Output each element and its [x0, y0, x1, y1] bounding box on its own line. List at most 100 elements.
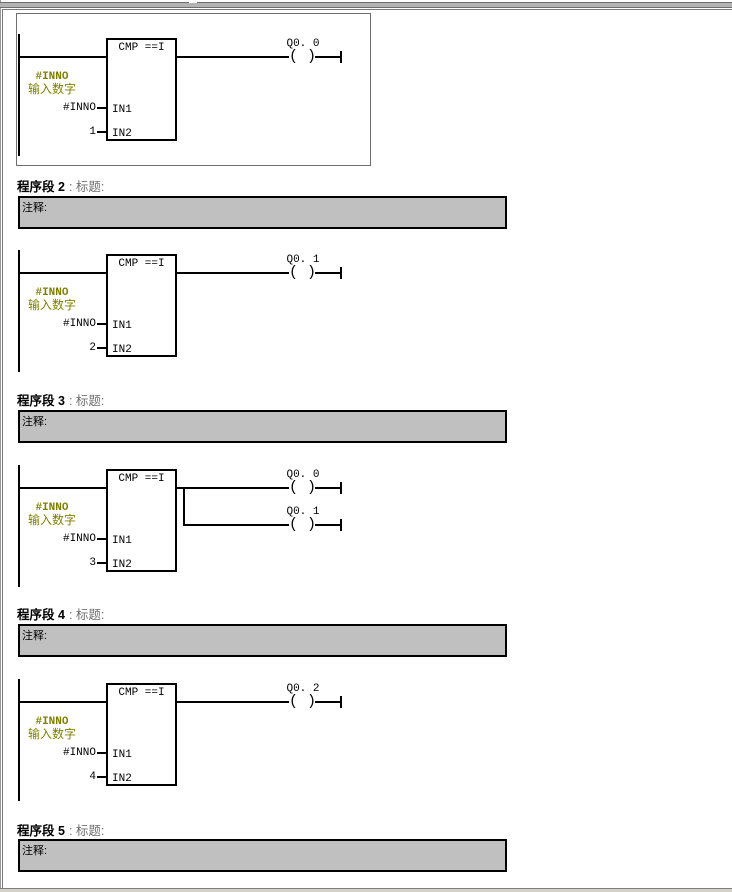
comment-label: 注释: — [22, 416, 48, 428]
symbol-name: #INNO — [35, 71, 69, 83]
cmp-block-title: CMP ==I — [118, 687, 165, 699]
rail-end-tick — [340, 696, 342, 708]
power-rail — [18, 465, 20, 587]
network-4-rung: CMP ==I IN1 IN2 #INNO 输入数字 #INNO 4 Q0. 2… — [18, 679, 348, 804]
in1-pin-label: IN1 — [112, 749, 132, 761]
cmp-block[interactable]: CMP ==I IN1 IN2 — [106, 683, 177, 786]
power-rail — [18, 679, 20, 801]
rung-wire — [18, 701, 106, 703]
in2-operand[interactable]: 3 — [89, 557, 96, 569]
symbol-comment: 输入数字 — [27, 727, 76, 741]
network-2-title-bold: 程序段 2 — [17, 180, 65, 194]
in2-pin-label: IN2 — [112, 128, 132, 140]
in1-operand[interactable]: #INNO — [62, 747, 96, 759]
output-wire — [177, 56, 289, 58]
in1-operand[interactable]: #INNO — [62, 533, 96, 545]
in1-wire — [97, 323, 106, 325]
symbol-name: #INNO — [35, 716, 69, 728]
in2-operand[interactable]: 4 — [89, 771, 96, 783]
window-left-border — [0, 0, 1, 892]
editor-pane-border-left — [2, 9, 3, 888]
coil-out-wire — [315, 487, 340, 489]
rail-end-tick — [340, 519, 342, 531]
network-3-title-placeholder: : 标题: — [68, 394, 105, 408]
cmp-block-title: CMP ==I — [118, 42, 165, 54]
network-5-title[interactable]: 程序段 5: 标题: — [17, 820, 105, 838]
in1-wire — [97, 107, 106, 109]
coil-out-wire — [315, 56, 340, 58]
operand-symbol[interactable]: #INNO 输入数字 — [14, 716, 90, 741]
splitter-notch — [189, 2, 197, 3]
rung-wire — [18, 56, 106, 58]
symbol-comment: 输入数字 — [27, 513, 76, 527]
coil-operand-label[interactable]: Q0. 2 — [286, 683, 320, 695]
operand-symbol[interactable]: #INNO 输入数字 — [14, 71, 90, 96]
in2-operand[interactable]: 1 — [89, 126, 96, 138]
comment-label: 注释: — [22, 845, 48, 857]
in2-wire — [97, 347, 106, 349]
network-2-title-placeholder: : 标题: — [68, 180, 105, 194]
operand-symbol[interactable]: #INNO 输入数字 — [14, 502, 90, 527]
network-5-title-placeholder: : 标题: — [68, 824, 105, 838]
output-wire — [177, 487, 289, 489]
rail-end-tick — [340, 267, 342, 279]
power-rail — [18, 250, 20, 372]
network-3-rung: CMP ==I IN1 IN2 #INNO 输入数字 #INNO 3 Q0. 0… — [18, 465, 348, 590]
network-4-title-bold: 程序段 4 — [17, 608, 65, 622]
in2-pin-label: IN2 — [112, 559, 132, 571]
cmp-block-title: CMP ==I — [118, 473, 165, 485]
rung-wire — [18, 487, 106, 489]
cmp-block-title: CMP ==I — [118, 258, 165, 270]
output-coil[interactable]: ( ) — [289, 516, 317, 533]
network-3-title[interactable]: 程序段 3: 标题: — [17, 390, 105, 408]
output-coil[interactable]: ( ) — [289, 264, 317, 281]
network-1-rung: CMP ==I IN1 IN2 #INNO 输入数字 #INNO 1 Q0. 0… — [18, 34, 348, 159]
network-2-title[interactable]: 程序段 2: 标题: — [17, 176, 105, 194]
network-3-comment-bar[interactable]: 注释: — [18, 410, 507, 443]
coil-operand-label[interactable]: Q0. 1 — [286, 506, 320, 518]
coil-operand-label[interactable]: Q0. 0 — [286, 38, 320, 50]
editor-pane-border-top — [2, 9, 732, 10]
network-5-title-bold: 程序段 5 — [17, 824, 65, 838]
output-coil[interactable]: ( ) — [289, 48, 317, 65]
output-wire — [177, 701, 289, 703]
in1-pin-label: IN1 — [112, 535, 132, 547]
symbol-name: #INNO — [35, 502, 69, 514]
rail-end-tick — [340, 482, 342, 494]
coil-operand-label[interactable]: Q0. 0 — [286, 469, 320, 481]
branch-rung-wire — [183, 524, 289, 526]
cmp-block[interactable]: CMP ==I IN1 IN2 — [106, 469, 177, 572]
rail-end-tick — [340, 51, 342, 63]
declaration-splitter-bar[interactable] — [0, 2, 732, 8]
in2-operand[interactable]: 2 — [89, 342, 96, 354]
horizontal-scrollbar-strip[interactable] — [0, 888, 732, 892]
in2-pin-label: IN2 — [112, 773, 132, 785]
network-2-comment-bar[interactable]: 注释: — [18, 196, 507, 229]
in1-pin-label: IN1 — [112, 104, 132, 116]
coil-operand-label[interactable]: Q0. 1 — [286, 254, 320, 266]
rung-wire — [18, 272, 106, 274]
output-coil[interactable]: ( ) — [289, 479, 317, 496]
network-4-title[interactable]: 程序段 4: 标题: — [17, 604, 104, 622]
in1-operand[interactable]: #INNO — [62, 102, 96, 114]
network-3-title-bold: 程序段 3 — [17, 394, 65, 408]
cmp-block[interactable]: CMP ==I IN1 IN2 — [106, 38, 177, 141]
in2-wire — [97, 776, 106, 778]
in1-operand[interactable]: #INNO — [62, 318, 96, 330]
cmp-block[interactable]: CMP ==I IN1 IN2 — [106, 254, 177, 357]
coil-out-wire — [315, 701, 340, 703]
network-5-comment-bar[interactable]: 注释: — [18, 839, 507, 872]
symbol-comment: 输入数字 — [27, 298, 76, 312]
network-4-comment-bar[interactable]: 注释: — [18, 624, 507, 657]
network-1-selection-box[interactable] — [16, 13, 371, 166]
power-rail — [18, 34, 20, 156]
in1-wire — [97, 752, 106, 754]
branch-wire — [183, 487, 185, 526]
output-coil[interactable]: ( ) — [289, 693, 317, 710]
network-2-rung: CMP ==I IN1 IN2 #INNO 输入数字 #INNO 2 Q0. 1… — [18, 250, 348, 375]
operand-symbol[interactable]: #INNO 输入数字 — [14, 287, 90, 312]
comment-label: 注释: — [22, 630, 48, 642]
coil-out-wire — [315, 272, 340, 274]
in2-wire — [97, 131, 106, 133]
in2-pin-label: IN2 — [112, 344, 132, 356]
